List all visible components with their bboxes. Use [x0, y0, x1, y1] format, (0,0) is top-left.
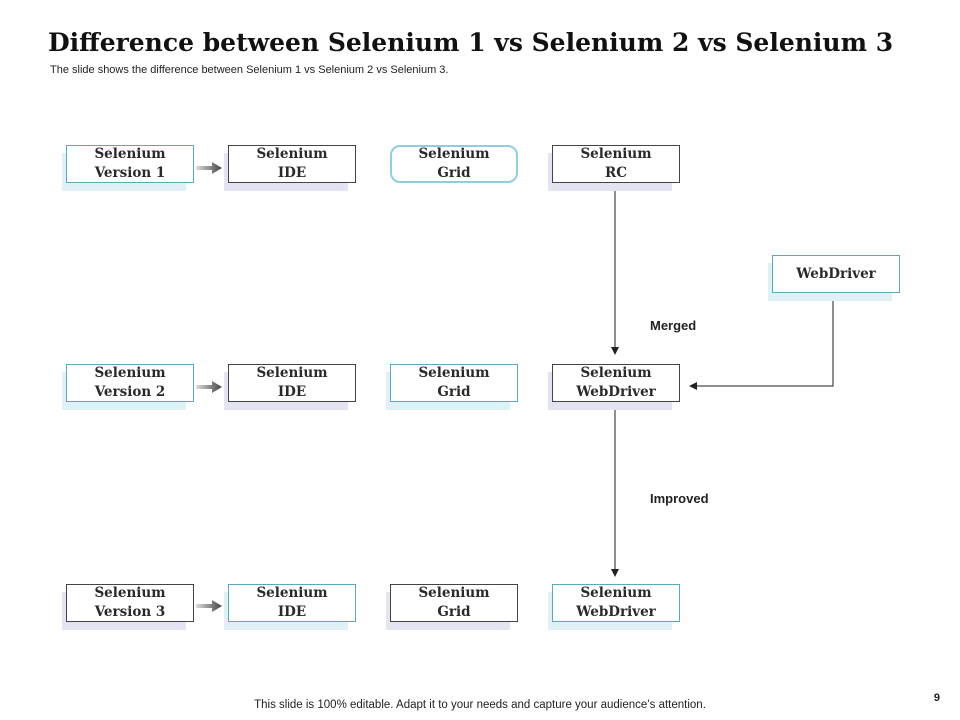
arrow-right-icon [196, 600, 222, 612]
slide-footer: This slide is 100% editable. Adapt it to… [254, 699, 706, 711]
arrow-right-icon [196, 162, 222, 174]
slide-title: Difference between Selenium 1 vs Seleniu… [48, 28, 894, 57]
merged-label: Merged [650, 318, 697, 333]
slide-subtitle: The slide shows the difference between S… [50, 64, 449, 76]
page-number: 9 [933, 692, 940, 704]
webdriver-to-selenium-webdriver-arrow [689, 294, 834, 390]
arrow-right-icon [196, 381, 222, 393]
webdriver-label: WebDriver [772, 255, 900, 293]
improved-label: Improved [650, 491, 709, 506]
webdriver-box: WebDriver [768, 255, 900, 303]
